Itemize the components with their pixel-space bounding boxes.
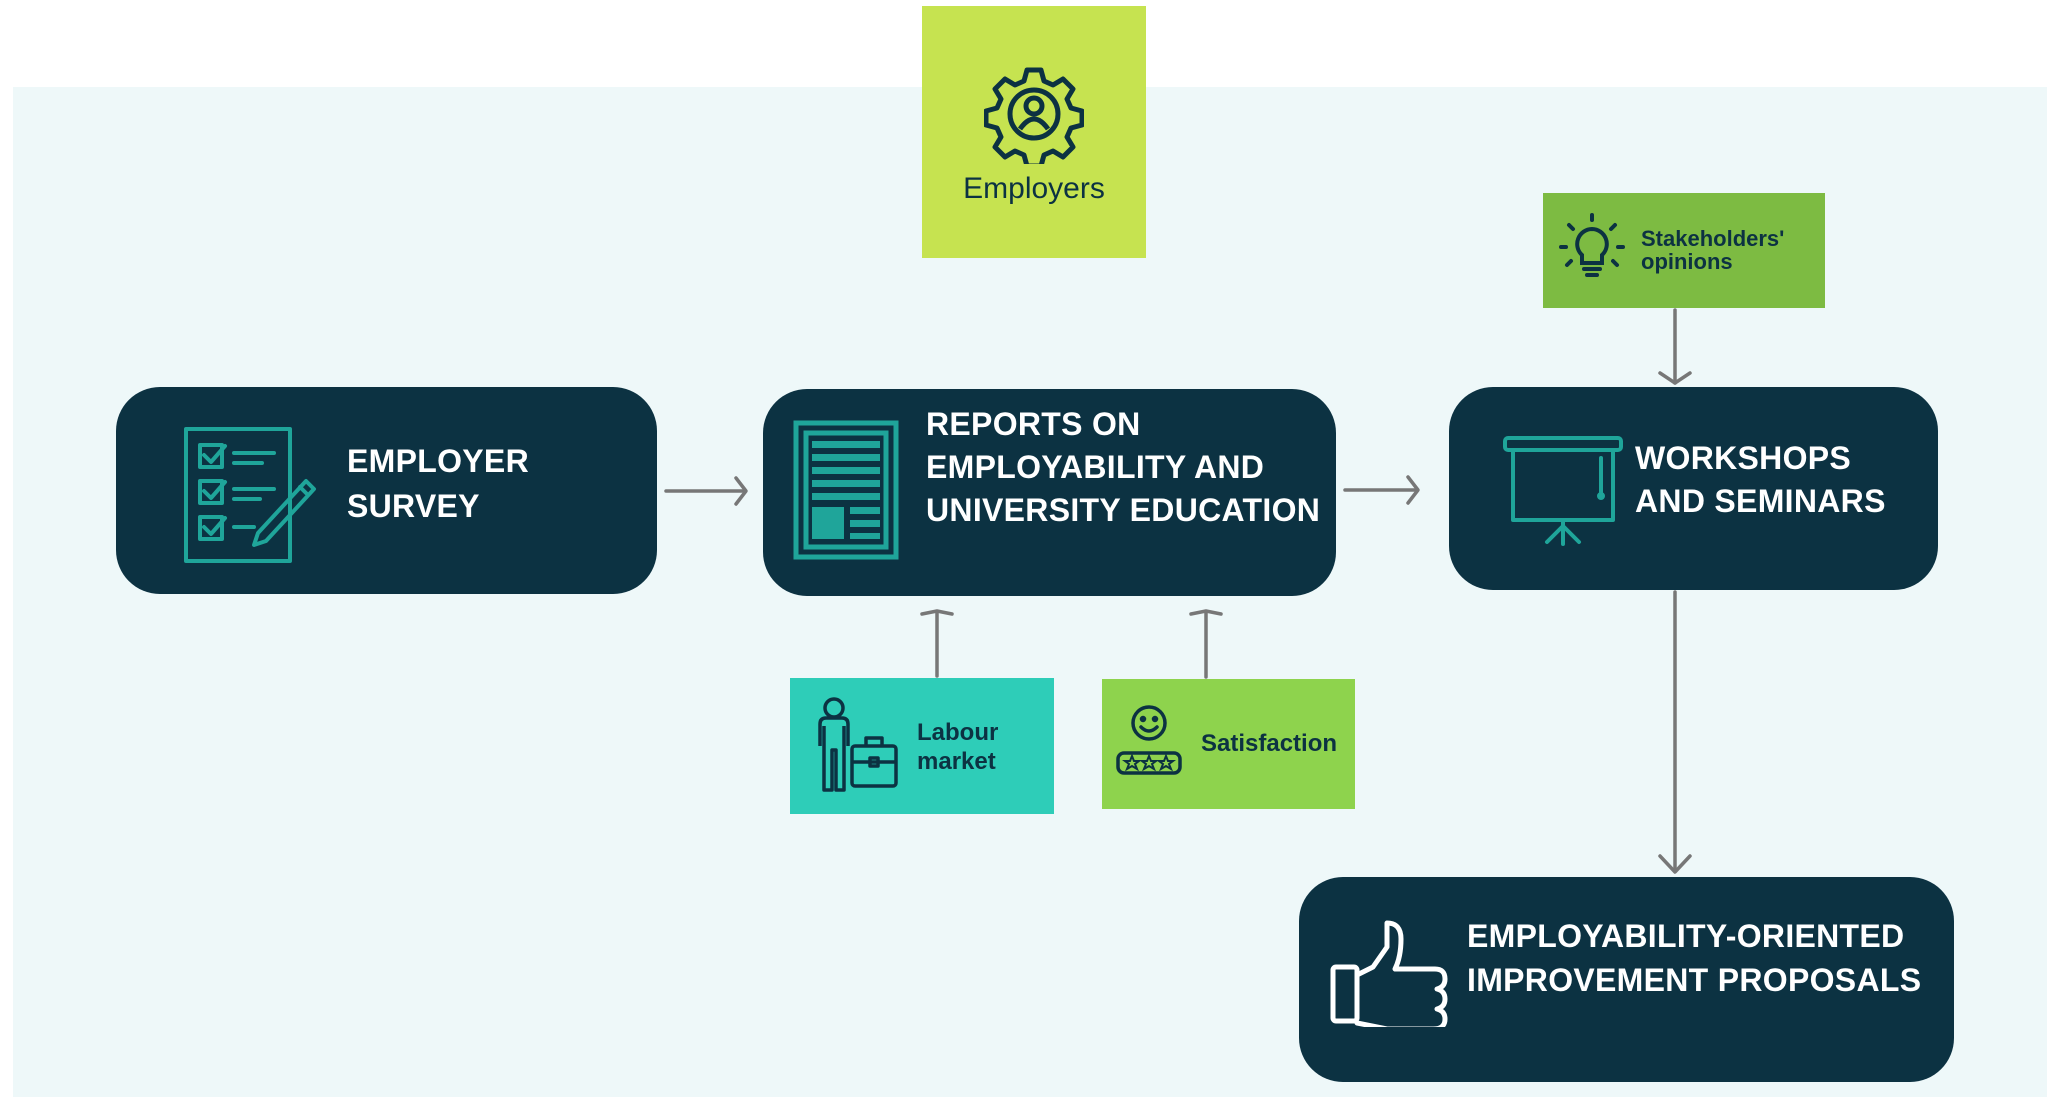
smiley-rating-icon (1116, 705, 1182, 775)
employers-label: Employers (963, 172, 1105, 205)
workshops-label: WORKSHOPS AND SEMINARS (1635, 440, 1886, 519)
arrow-labour-market-to-reports (920, 609, 954, 678)
employer-survey-label: EMPLOYER SURVEY (347, 443, 529, 524)
arrow-satisfaction-to-reports (1189, 609, 1223, 679)
lightbulb-icon (1559, 213, 1625, 277)
thumbs-up-icon (1330, 920, 1448, 1027)
satisfaction-label: Satisfaction (1201, 730, 1338, 757)
employer-survey-node: EMPLOYER SURVEY (116, 387, 657, 594)
worker-briefcase-icon (818, 697, 898, 792)
arrow-stakeholders-to-workshops (1658, 308, 1692, 385)
employers-node: Employers (922, 6, 1146, 258)
arrow-reports-to-workshops (1343, 475, 1420, 505)
stakeholders-opinions-label: Stakeholders' opinions (1641, 226, 1785, 274)
arrow-survey-to-reports (664, 476, 748, 506)
arrow-workshops-to-proposals (1658, 590, 1692, 874)
improvement-proposals-node: EMPLOYABILITY-ORIENTED IMPROVEMENT PROPO… (1299, 877, 1954, 1082)
reports-node: REPORTS ON EMPLOYABILITY AND UNIVERSITY … (763, 389, 1336, 596)
checklist-icon (184, 427, 316, 563)
report-document-icon (793, 420, 899, 560)
satisfaction-node: Satisfaction (1102, 679, 1355, 809)
stakeholders-opinions-node: Stakeholders' opinions (1543, 193, 1825, 308)
gear-person-icon (984, 67, 1084, 164)
workshops-node: WORKSHOPS AND SEMINARS (1449, 387, 1938, 590)
labour-market-label: Labour market (917, 719, 999, 775)
improvement-proposals-label: EMPLOYABILITY-ORIENTED IMPROVEMENT PROPO… (1467, 918, 1922, 998)
presentation-board-icon (1503, 436, 1623, 546)
reports-label: REPORTS ON EMPLOYABILITY AND UNIVERSITY … (926, 406, 1321, 528)
labour-market-node: Labour market (790, 678, 1054, 814)
